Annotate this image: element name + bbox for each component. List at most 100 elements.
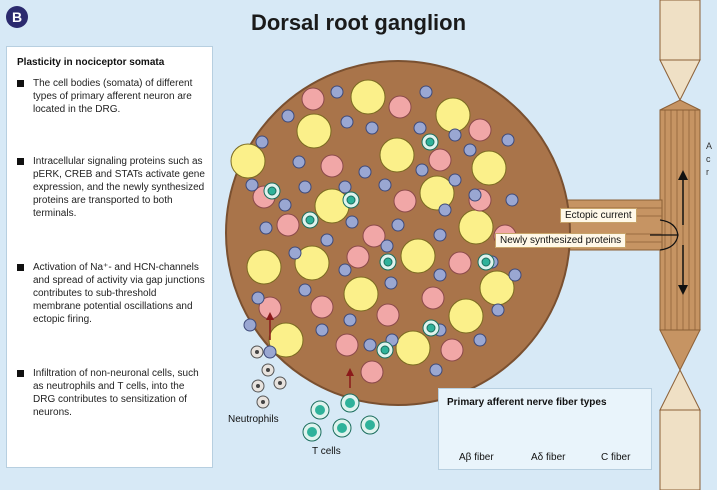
cfiber-soma <box>339 264 351 276</box>
adelta-soma <box>394 190 416 212</box>
adelta-soma <box>347 246 369 268</box>
neutrophil-nucleus <box>255 350 259 354</box>
adelta-soma <box>441 339 463 361</box>
neutrophil-nucleus <box>256 384 260 388</box>
adelta-soma <box>389 96 411 118</box>
abeta-soma <box>380 138 414 172</box>
cfiber-soma <box>492 304 504 316</box>
cfiber-soma <box>252 292 264 304</box>
abeta-soma <box>231 144 265 178</box>
neutrophil-nucleus <box>261 400 265 404</box>
cfiber-soma <box>341 116 353 128</box>
cfiber-soma <box>244 319 256 331</box>
cfiber-soma <box>364 339 376 351</box>
cfiber-soma <box>502 134 514 146</box>
cfiber-soma <box>264 346 276 358</box>
legend-adelta-label: Aδ fiber <box>531 452 565 463</box>
cfiber-soma <box>416 164 428 176</box>
nerve-trunk <box>660 110 700 330</box>
cfiber-soma <box>366 122 378 134</box>
newly-synthesized-label: Newly synthesized proteins <box>495 233 626 248</box>
cfiber-soma <box>289 247 301 259</box>
abeta-soma <box>297 114 331 148</box>
cfiber-soma <box>474 334 486 346</box>
nerve-bottom-junction <box>660 330 700 370</box>
adelta-soma <box>449 252 471 274</box>
tcell-nucleus <box>306 216 314 224</box>
tcell-nucleus <box>347 196 355 204</box>
ectopic-current-label: Ectopic current <box>560 208 637 223</box>
edge-char: c <box>706 153 717 166</box>
nerve-top-taper <box>660 60 700 100</box>
adelta-soma <box>469 119 491 141</box>
adelta-soma <box>429 149 451 171</box>
nerve-bottom-taper <box>660 370 700 410</box>
neutrophil-nucleus <box>266 368 270 372</box>
abeta-soma <box>436 98 470 132</box>
neutrophil-nucleus <box>278 381 282 385</box>
abeta-soma <box>344 277 378 311</box>
cfiber-soma <box>331 86 343 98</box>
adelta-soma <box>377 304 399 326</box>
cfiber-soma <box>321 234 333 246</box>
legend-title: Primary afferent nerve fiber types <box>447 397 607 408</box>
neutrophils-label: Neutrophils <box>228 414 279 425</box>
adelta-soma <box>302 88 324 110</box>
cfiber-soma <box>316 324 328 336</box>
nerve-top-junction <box>660 100 700 110</box>
cfiber-soma <box>246 179 258 191</box>
cfiber-soma <box>430 364 442 376</box>
t-cell-nucleus <box>315 405 325 415</box>
cfiber-soma <box>279 199 291 211</box>
cfiber-soma <box>434 229 446 241</box>
adelta-soma <box>277 214 299 236</box>
cfiber-soma <box>449 129 461 141</box>
cfiber-soma <box>385 277 397 289</box>
abeta-soma <box>449 299 483 333</box>
legend-abeta-label: Aβ fiber <box>459 452 494 463</box>
cfiber-soma <box>469 189 481 201</box>
cfiber-soma <box>293 156 305 168</box>
cfiber-soma <box>344 314 356 326</box>
nerve-top-segment <box>660 0 700 60</box>
cfiber-soma <box>299 284 311 296</box>
abeta-soma <box>351 80 385 114</box>
cfiber-soma <box>449 174 461 186</box>
cfiber-soma <box>381 240 393 252</box>
adelta-soma <box>422 287 444 309</box>
cfiber-soma <box>506 194 518 206</box>
adelta-soma <box>336 334 358 356</box>
edge-char: A <box>706 140 717 153</box>
edge-char: r <box>706 166 717 179</box>
cfiber-soma <box>509 269 521 281</box>
t-cells-label: T cells <box>312 446 341 457</box>
legend-cfiber-label: C fiber <box>601 452 630 463</box>
cfiber-soma <box>346 216 358 228</box>
adelta-soma <box>361 361 383 383</box>
cfiber-soma <box>339 181 351 193</box>
cfiber-soma <box>392 219 404 231</box>
t-cell-nucleus <box>365 420 375 430</box>
edge-text-fragment: A c r <box>706 140 717 179</box>
cfiber-soma <box>359 166 371 178</box>
tcell-nucleus <box>482 258 490 266</box>
abeta-soma <box>472 151 506 185</box>
abeta-soma <box>459 210 493 244</box>
tcell-nucleus <box>426 138 434 146</box>
cfiber-soma <box>260 222 272 234</box>
abeta-soma <box>247 250 281 284</box>
cfiber-soma <box>414 122 426 134</box>
cfiber-soma <box>282 110 294 122</box>
cfiber-soma <box>464 144 476 156</box>
cfiber-soma <box>434 269 446 281</box>
abeta-soma <box>396 331 430 365</box>
cfiber-soma <box>439 204 451 216</box>
tcell-nucleus <box>427 324 435 332</box>
cfiber-soma <box>420 86 432 98</box>
tcell-nucleus <box>381 346 389 354</box>
adelta-soma <box>321 155 343 177</box>
fiber-type-legend: Primary afferent nerve fiber types Aβ fi… <box>438 388 652 470</box>
t-cell-nucleus <box>337 423 347 433</box>
cfiber-soma <box>299 181 311 193</box>
